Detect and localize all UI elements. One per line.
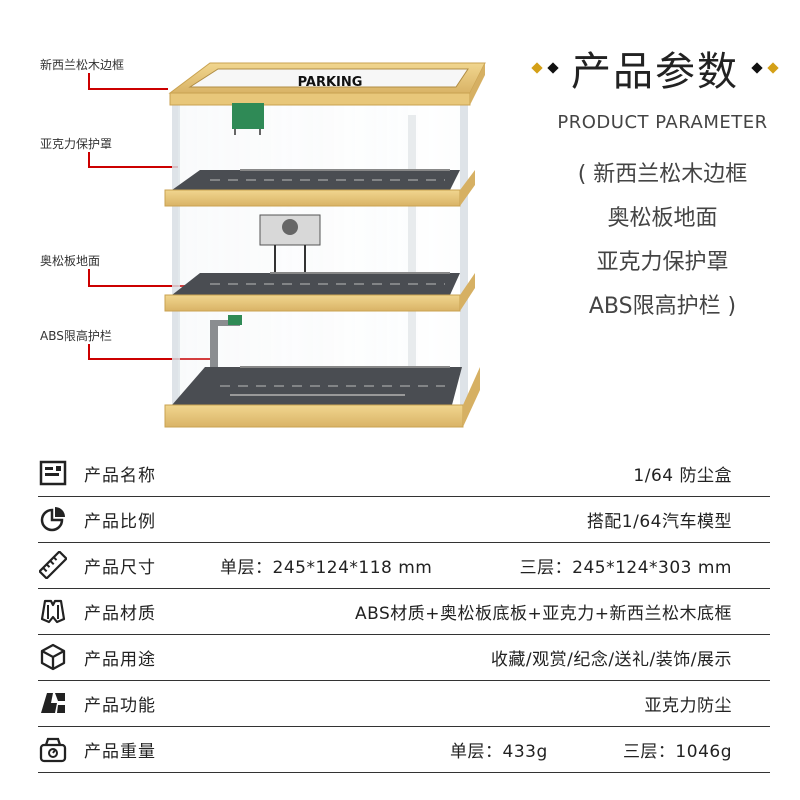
- tier-3: [164, 366, 480, 428]
- spec-row-function: 产品功能 亚克力防尘: [38, 680, 770, 727]
- spec-label: 产品名称: [84, 465, 156, 486]
- spec-value: ABS材质+奥松板底板+亚克力+新西兰松木底框: [354, 603, 732, 624]
- callout-label-acrylic: 亚克力保护罩: [40, 137, 113, 151]
- spec-row-size: 产品尺寸 单层：245*124*118 mm 三层：245*124*303 mm: [38, 542, 770, 589]
- page-title: 产品参数: [571, 49, 739, 95]
- callout-line: [88, 344, 90, 358]
- spec-row-name: 产品名称 1/64 防尘盒: [38, 450, 770, 497]
- top-frame: [168, 62, 486, 106]
- function-icon: [38, 688, 68, 718]
- spec-line-4: ABS限高护栏 ): [588, 294, 737, 319]
- scale-icon: [38, 734, 68, 764]
- divider: [38, 726, 770, 727]
- callout-line: [88, 152, 90, 166]
- spec-value-triple: 三层：1046g: [622, 741, 732, 762]
- spec-value: 搭配1/64汽车模型: [586, 511, 732, 532]
- height-limit-gantry: [210, 315, 242, 395]
- material-icon: [38, 596, 68, 626]
- divider: [38, 542, 770, 543]
- title-row: 产品参数: [520, 38, 790, 98]
- diamond-gold-icon: [531, 62, 543, 74]
- acrylic-walls: [172, 95, 468, 415]
- spec-value: 1/64 防尘盒: [633, 465, 732, 486]
- callout-line: [88, 166, 178, 168]
- cube-icon: [38, 642, 68, 672]
- tier-2: [164, 272, 475, 312]
- divider: [38, 772, 770, 773]
- diamond-black-icon: [547, 62, 559, 74]
- spec-label: 产品用途: [84, 649, 156, 670]
- spec-value: 收藏/观赏/纪念/送礼/装饰/展示: [490, 649, 732, 670]
- tier-1: [164, 169, 475, 207]
- spec-line-1: ( 新西兰松木边框: [577, 162, 748, 187]
- display-case-illustration: PARKING: [164, 62, 486, 428]
- road-sign-2: [259, 214, 321, 285]
- spec-row-material: 产品材质 ABS材质+奥松板底板+亚克力+新西兰松木底框: [38, 588, 770, 635]
- spec-value-single: 单层：433g: [450, 741, 548, 762]
- spec-label: 产品材质: [84, 603, 156, 624]
- divider: [38, 496, 770, 497]
- callout-line: [88, 285, 228, 287]
- callout-label-frame: 新西兰松木边框: [40, 58, 125, 72]
- spec-label: 产品比例: [84, 511, 156, 532]
- callout-label-board: 奥松板地面: [40, 254, 101, 268]
- callout-line: [88, 73, 90, 88]
- diamond-gold-icon: [767, 62, 779, 74]
- spec-row-use: 产品用途 收藏/观赏/纪念/送礼/装饰/展示: [38, 634, 770, 681]
- divider: [38, 634, 770, 635]
- spec-label: 产品重量: [84, 741, 156, 762]
- page-subtitle: PRODUCT PARAMETER: [557, 112, 768, 133]
- pie-chart-icon: [38, 504, 68, 534]
- road-sign-1: [232, 103, 264, 135]
- diamond-black-icon: [751, 62, 763, 74]
- callout-line: [88, 269, 90, 285]
- spec-line-3: 亚克力保护罩: [596, 250, 729, 275]
- spec-label: 产品尺寸: [84, 557, 156, 578]
- spec-row-scale: 产品比例 搭配1/64汽车模型: [38, 496, 770, 543]
- spec-value: 亚克力防尘: [644, 695, 732, 716]
- spec-label: 产品功能: [84, 695, 156, 716]
- divider: [38, 588, 770, 589]
- divider: [38, 680, 770, 681]
- parking-sign-text: PARKING: [298, 75, 363, 90]
- ruler-icon: [38, 550, 68, 580]
- callout-line: [88, 358, 213, 360]
- spec-line-2: 奥松板地面: [607, 206, 718, 231]
- id-card-icon: [38, 458, 68, 488]
- spec-value-single: 单层：245*124*118 mm: [220, 557, 433, 578]
- spec-row-weight: 产品重量 单层：433g 三层：1046g: [38, 726, 770, 773]
- spec-value-triple: 三层：245*124*303 mm: [519, 557, 732, 578]
- callout-label-guardrail: ABS限高护栏: [40, 329, 112, 343]
- callout-line: [88, 88, 168, 90]
